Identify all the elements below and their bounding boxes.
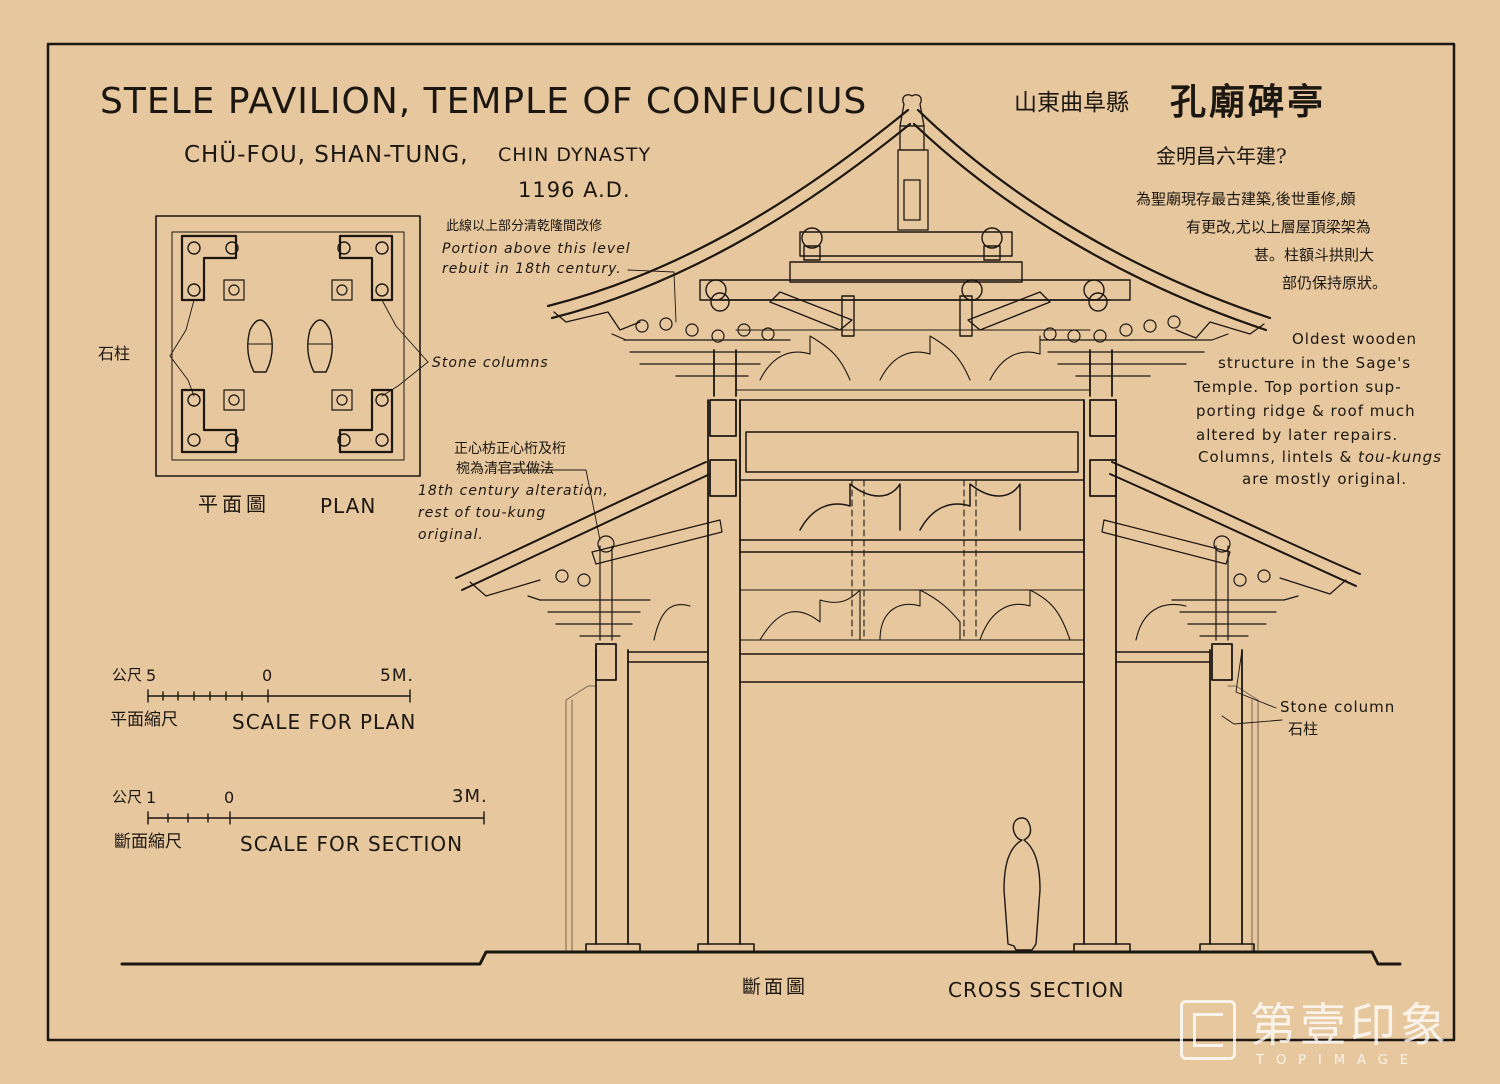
- section-scale-right: 3M.: [452, 786, 488, 807]
- note-right-en-1: Oldest wooden: [1292, 330, 1418, 348]
- note-mid-en-2b: tou-kung: [475, 505, 547, 521]
- section-scale-left: 1: [146, 788, 158, 807]
- note-right-cn-1: 為聖廟現存最古建築,後世重修,頗: [1136, 190, 1356, 208]
- note-right-cn-2: 有更改,尤以上層屋頂梁架為: [1186, 218, 1371, 236]
- title-chinese-name: 孔廟碑亭: [1170, 81, 1327, 123]
- note-right-en-6: Columns, lintels & tou-kungs: [1198, 450, 1442, 465]
- note-mid-en-3: original.: [418, 527, 484, 543]
- plan-scale-bar: [147, 689, 411, 703]
- title-date: 1196 A.D.: [518, 178, 631, 202]
- watermark-text-en: TOPIMAGE: [1256, 1053, 1421, 1068]
- cross-section-drawing: [120, 94, 1402, 966]
- title-place: CHÜ-FOU, SHAN-TUNG,: [184, 142, 469, 168]
- title-chinese-date: 金明昌六年建?: [1156, 144, 1287, 168]
- note-mid-en-1: 18th century alteration,: [418, 483, 609, 499]
- section-label-en: CROSS SECTION: [948, 978, 1125, 1002]
- plan-scale-left: 5: [146, 666, 158, 685]
- section-scale-unit: 公尺: [112, 788, 143, 806]
- watermark-logo-icon: [1180, 1000, 1236, 1060]
- plan-label-cn: 平面圖: [198, 492, 270, 516]
- watermark-text-cn: 第壹印象: [1250, 998, 1450, 1052]
- section-scale-zero: 0: [224, 788, 236, 807]
- note-mid-cn-1: 正心枋正心桁及桁: [454, 441, 566, 457]
- note-right-en-3: Temple. Top portion sup-: [1194, 378, 1402, 396]
- plan-drawing: [155, 215, 429, 477]
- section-scale-bar: [147, 811, 485, 825]
- plan-stone-column-cn: 石柱: [98, 344, 131, 363]
- plan-scale-label-cn: 平面縮尺: [110, 710, 178, 730]
- plan-scale-right: 5M.: [380, 666, 414, 686]
- note-right-cn-4: 部仍保持原狀。: [1282, 274, 1388, 292]
- human-figure: [1003, 817, 1041, 951]
- note-right-en-5: altered by later repairs.: [1196, 426, 1399, 444]
- plan-scale-label-en: SCALE FOR PLAN: [232, 710, 417, 734]
- section-scale-label-cn: 斷面縮尺: [114, 832, 182, 852]
- note-right-en-7: are mostly original.: [1242, 470, 1408, 488]
- plan-label-en: PLAN: [320, 494, 377, 518]
- plan-stone-columns-en: Stone columns: [432, 355, 549, 371]
- note-upper-en-2: rebuit in 18th century.: [442, 261, 622, 277]
- note-mid-en-2: rest of tou-kung: [418, 506, 546, 520]
- plan-scale-zero: 0: [262, 666, 274, 685]
- note-stone-column-en: Stone column: [1280, 698, 1396, 716]
- sheet-border: [46, 42, 1456, 1042]
- plan-scale-unit: 公尺: [112, 666, 143, 684]
- section-label-cn: 斷面圖: [742, 976, 809, 998]
- title-chinese-place: 山東曲阜縣: [1014, 90, 1129, 116]
- note-right-en-6a: Columns, lintels &: [1198, 448, 1358, 466]
- title-dynasty: CHIN DYNASTY: [498, 144, 652, 166]
- note-stone-column-cn: 石柱: [1288, 720, 1319, 738]
- note-upper-cn: 此線以上部分清乾隆間改修: [446, 219, 603, 234]
- note-mid-en-2a: rest of: [418, 505, 476, 521]
- note-upper-en-1: Portion above this level: [442, 241, 631, 257]
- title-line-1: STELE PAVILION, TEMPLE OF CONFUCIUS: [100, 81, 868, 122]
- section-scale-label-en: SCALE FOR SECTION: [240, 832, 464, 856]
- note-right-en-4: porting ridge & roof much: [1196, 402, 1416, 420]
- note-right-en-6b: tou-kungs: [1357, 448, 1442, 466]
- note-mid-cn-2: 椀為清官式做法: [456, 461, 554, 477]
- note-right-cn-3: 甚。柱額斗拱則大: [1254, 246, 1375, 264]
- note-right-en-2: structure in the Sage's: [1218, 354, 1412, 372]
